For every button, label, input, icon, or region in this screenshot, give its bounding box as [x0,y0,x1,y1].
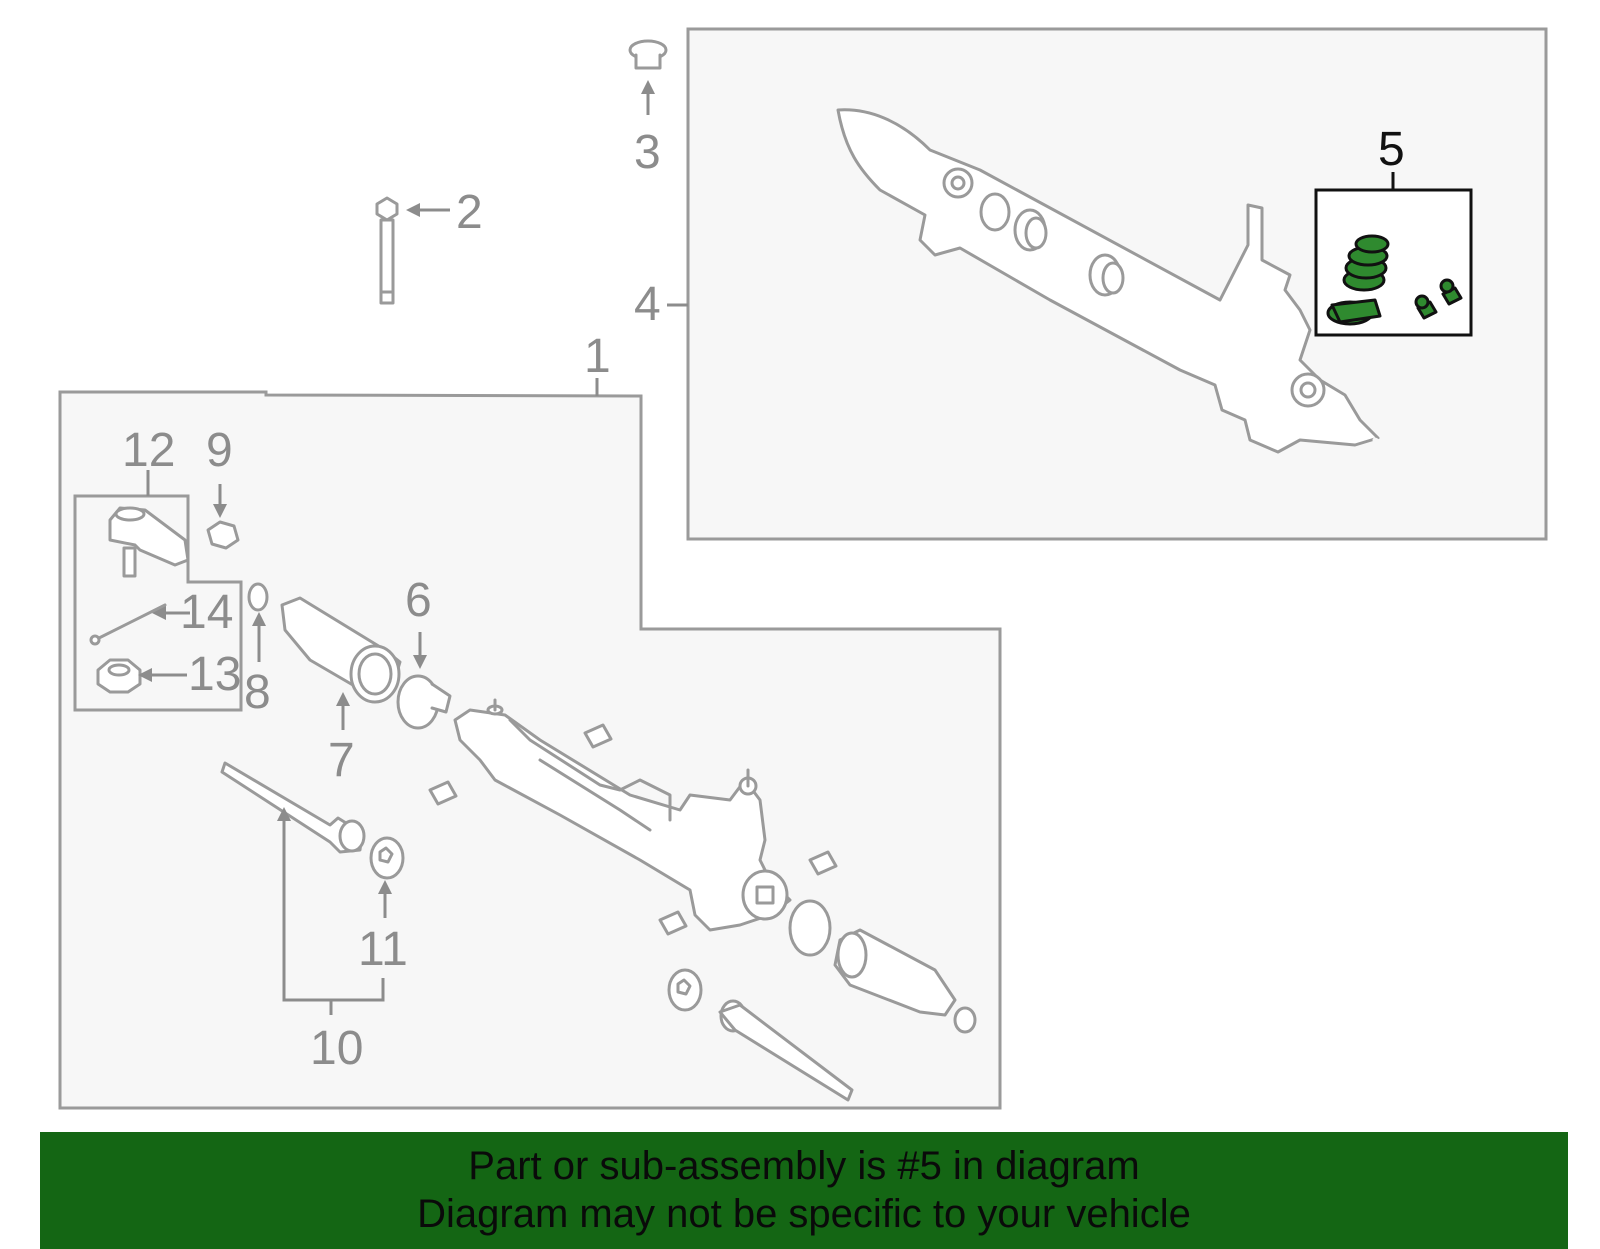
callout-4: 4 [634,278,661,331]
part-7-boot [280,596,402,704]
callout-5: 5 [1378,123,1405,176]
right-small-clamp [953,1006,977,1034]
steering-rack-lower [428,698,838,936]
callout-1: 1 [584,330,611,383]
banner-line-2: Diagram may not be specific to your vehi… [417,1192,1191,1236]
callout-14: 14 [180,586,233,639]
part-2-bolt [375,196,399,305]
callout-10: 10 [310,1022,363,1075]
banner-line-1: Part or sub-assembly is #5 in diagram [468,1144,1140,1188]
part-8-clamp [247,582,269,612]
part-3-cap [628,39,668,70]
callout-13: 13 [188,648,241,701]
right-clamp [788,899,832,957]
right-washer [667,968,703,1012]
callout-8: 8 [244,666,271,719]
part-5-repair-kit [1326,234,1463,326]
callout-11: 11 [358,923,408,976]
callout-6: 6 [405,574,432,627]
steering-rack-upper [705,39,1525,519]
right-inner-tie-rod [718,999,854,1102]
part-11-washer [369,836,405,880]
callout-2: 2 [456,186,483,239]
right-boot [833,928,957,1017]
sub-box-12 [73,494,243,712]
leader-lines [138,80,1395,1015]
part-13-nut [96,658,142,694]
part-12-tie-rod-end [108,506,190,578]
callout-12: 12 [122,424,175,477]
callout-9: 9 [206,424,233,477]
callout-3: 3 [634,126,661,179]
callout-7: 7 [328,734,355,787]
part-10-inner-tie-rod [220,761,366,854]
callout-labels: 1 2 3 4 5 6 7 8 9 10 11 12 13 14 [122,123,1405,1075]
part-9-nut [206,520,240,550]
info-banner: Part or sub-assembly is #5 in diagram Di… [40,1132,1568,1249]
part-14-cotter-pin [93,603,167,642]
part-6-clamp [396,674,452,730]
